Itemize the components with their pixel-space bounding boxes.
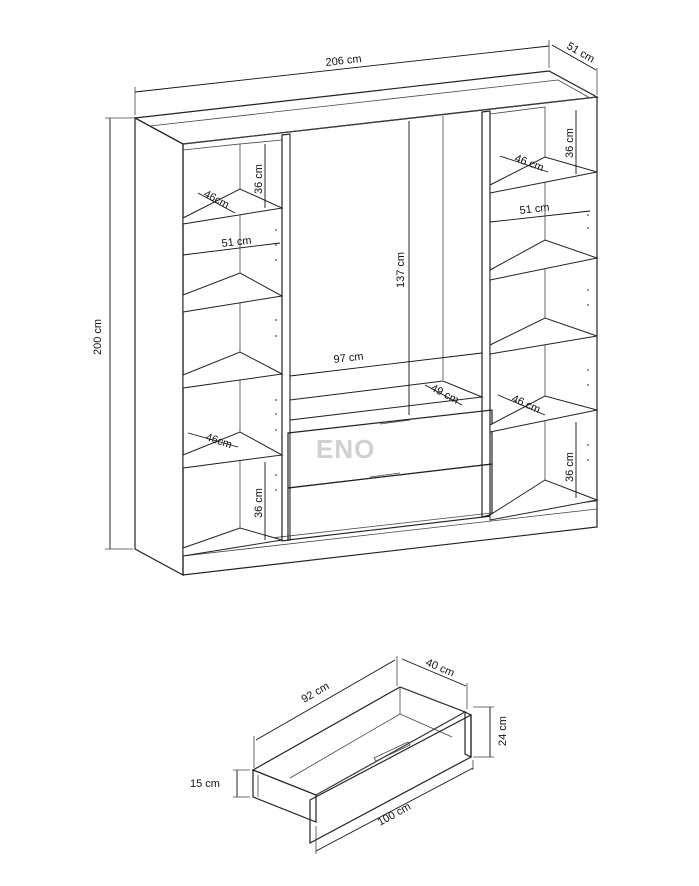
drawer-front-height-label: 15 cm xyxy=(190,778,220,790)
plinth-line xyxy=(182,508,598,557)
right-width-label: 51 cm xyxy=(519,202,550,217)
watermark-logo: ENO xyxy=(316,434,375,464)
left-shelf-pins xyxy=(275,229,277,491)
drawer-length-line xyxy=(255,659,396,741)
wardrobe-drawing: ENO xyxy=(133,70,599,577)
depth-label: 51 cm xyxy=(565,40,597,65)
left-depth-top-line xyxy=(197,192,236,214)
drawer-back-height-label: 24 cm xyxy=(497,716,509,746)
drawer-handle-cutout xyxy=(373,741,411,762)
right-shelf-height-bottom-label: 36 cm xyxy=(564,452,576,482)
drawer-length-label: 92 cm xyxy=(300,680,332,705)
wardrobe-top-panel xyxy=(133,70,599,145)
drawer-front-panel xyxy=(309,714,472,845)
left-depth-bottom-line xyxy=(187,432,239,448)
left-shelf-height-bottom-label: 36 cm xyxy=(253,488,265,518)
right-divider-panel xyxy=(481,110,491,518)
drawer-depth-line xyxy=(401,658,467,687)
left-width-label: 51 cm xyxy=(221,235,252,250)
height-label: 200 cm xyxy=(92,319,104,355)
drawer-handle-upper xyxy=(379,419,411,425)
drawer-front-width-line xyxy=(315,767,474,852)
right-shelf-pins xyxy=(587,214,589,461)
width-dimension-line xyxy=(134,45,550,93)
wardrobe-left-side xyxy=(134,116,184,577)
width-label: 206 cm xyxy=(325,53,362,69)
left-width-line xyxy=(182,242,281,256)
left-divider-panel xyxy=(281,133,291,542)
drawer-right-side xyxy=(464,711,472,758)
drawer-depth-label: 40 cm xyxy=(424,657,456,680)
middle-width-line xyxy=(289,352,483,377)
depth-dimension-line xyxy=(551,44,597,71)
right-shelf-height-top-label: 36 cm xyxy=(564,128,576,158)
right-depth-top-line xyxy=(499,155,549,173)
right-width-line xyxy=(489,210,591,223)
drawer-front-lower xyxy=(287,463,493,541)
drawer-handle-lower xyxy=(369,472,401,478)
middle-height-label: 137 cm xyxy=(395,252,407,288)
middle-depth-line xyxy=(424,384,463,406)
wardrobe-dimensions: 206 cm 51 cm 200 cm 137 cm 97 cm 49 cm 3… xyxy=(92,40,598,550)
drawer-left-side xyxy=(252,769,317,823)
left-shelf-height-top-label: 36 cm xyxy=(253,164,265,194)
drawer-dimensions: 92 cm 40 cm 24 cm 15 cm 100 cm xyxy=(190,656,509,854)
middle-width-label: 97 cm xyxy=(333,351,364,366)
middle-bottom-shelf xyxy=(289,380,484,421)
drawer-back-panel xyxy=(251,686,467,796)
drawer-drawing xyxy=(251,686,472,845)
left-shelves xyxy=(182,188,284,557)
right-depth-bottom-line xyxy=(497,394,546,416)
